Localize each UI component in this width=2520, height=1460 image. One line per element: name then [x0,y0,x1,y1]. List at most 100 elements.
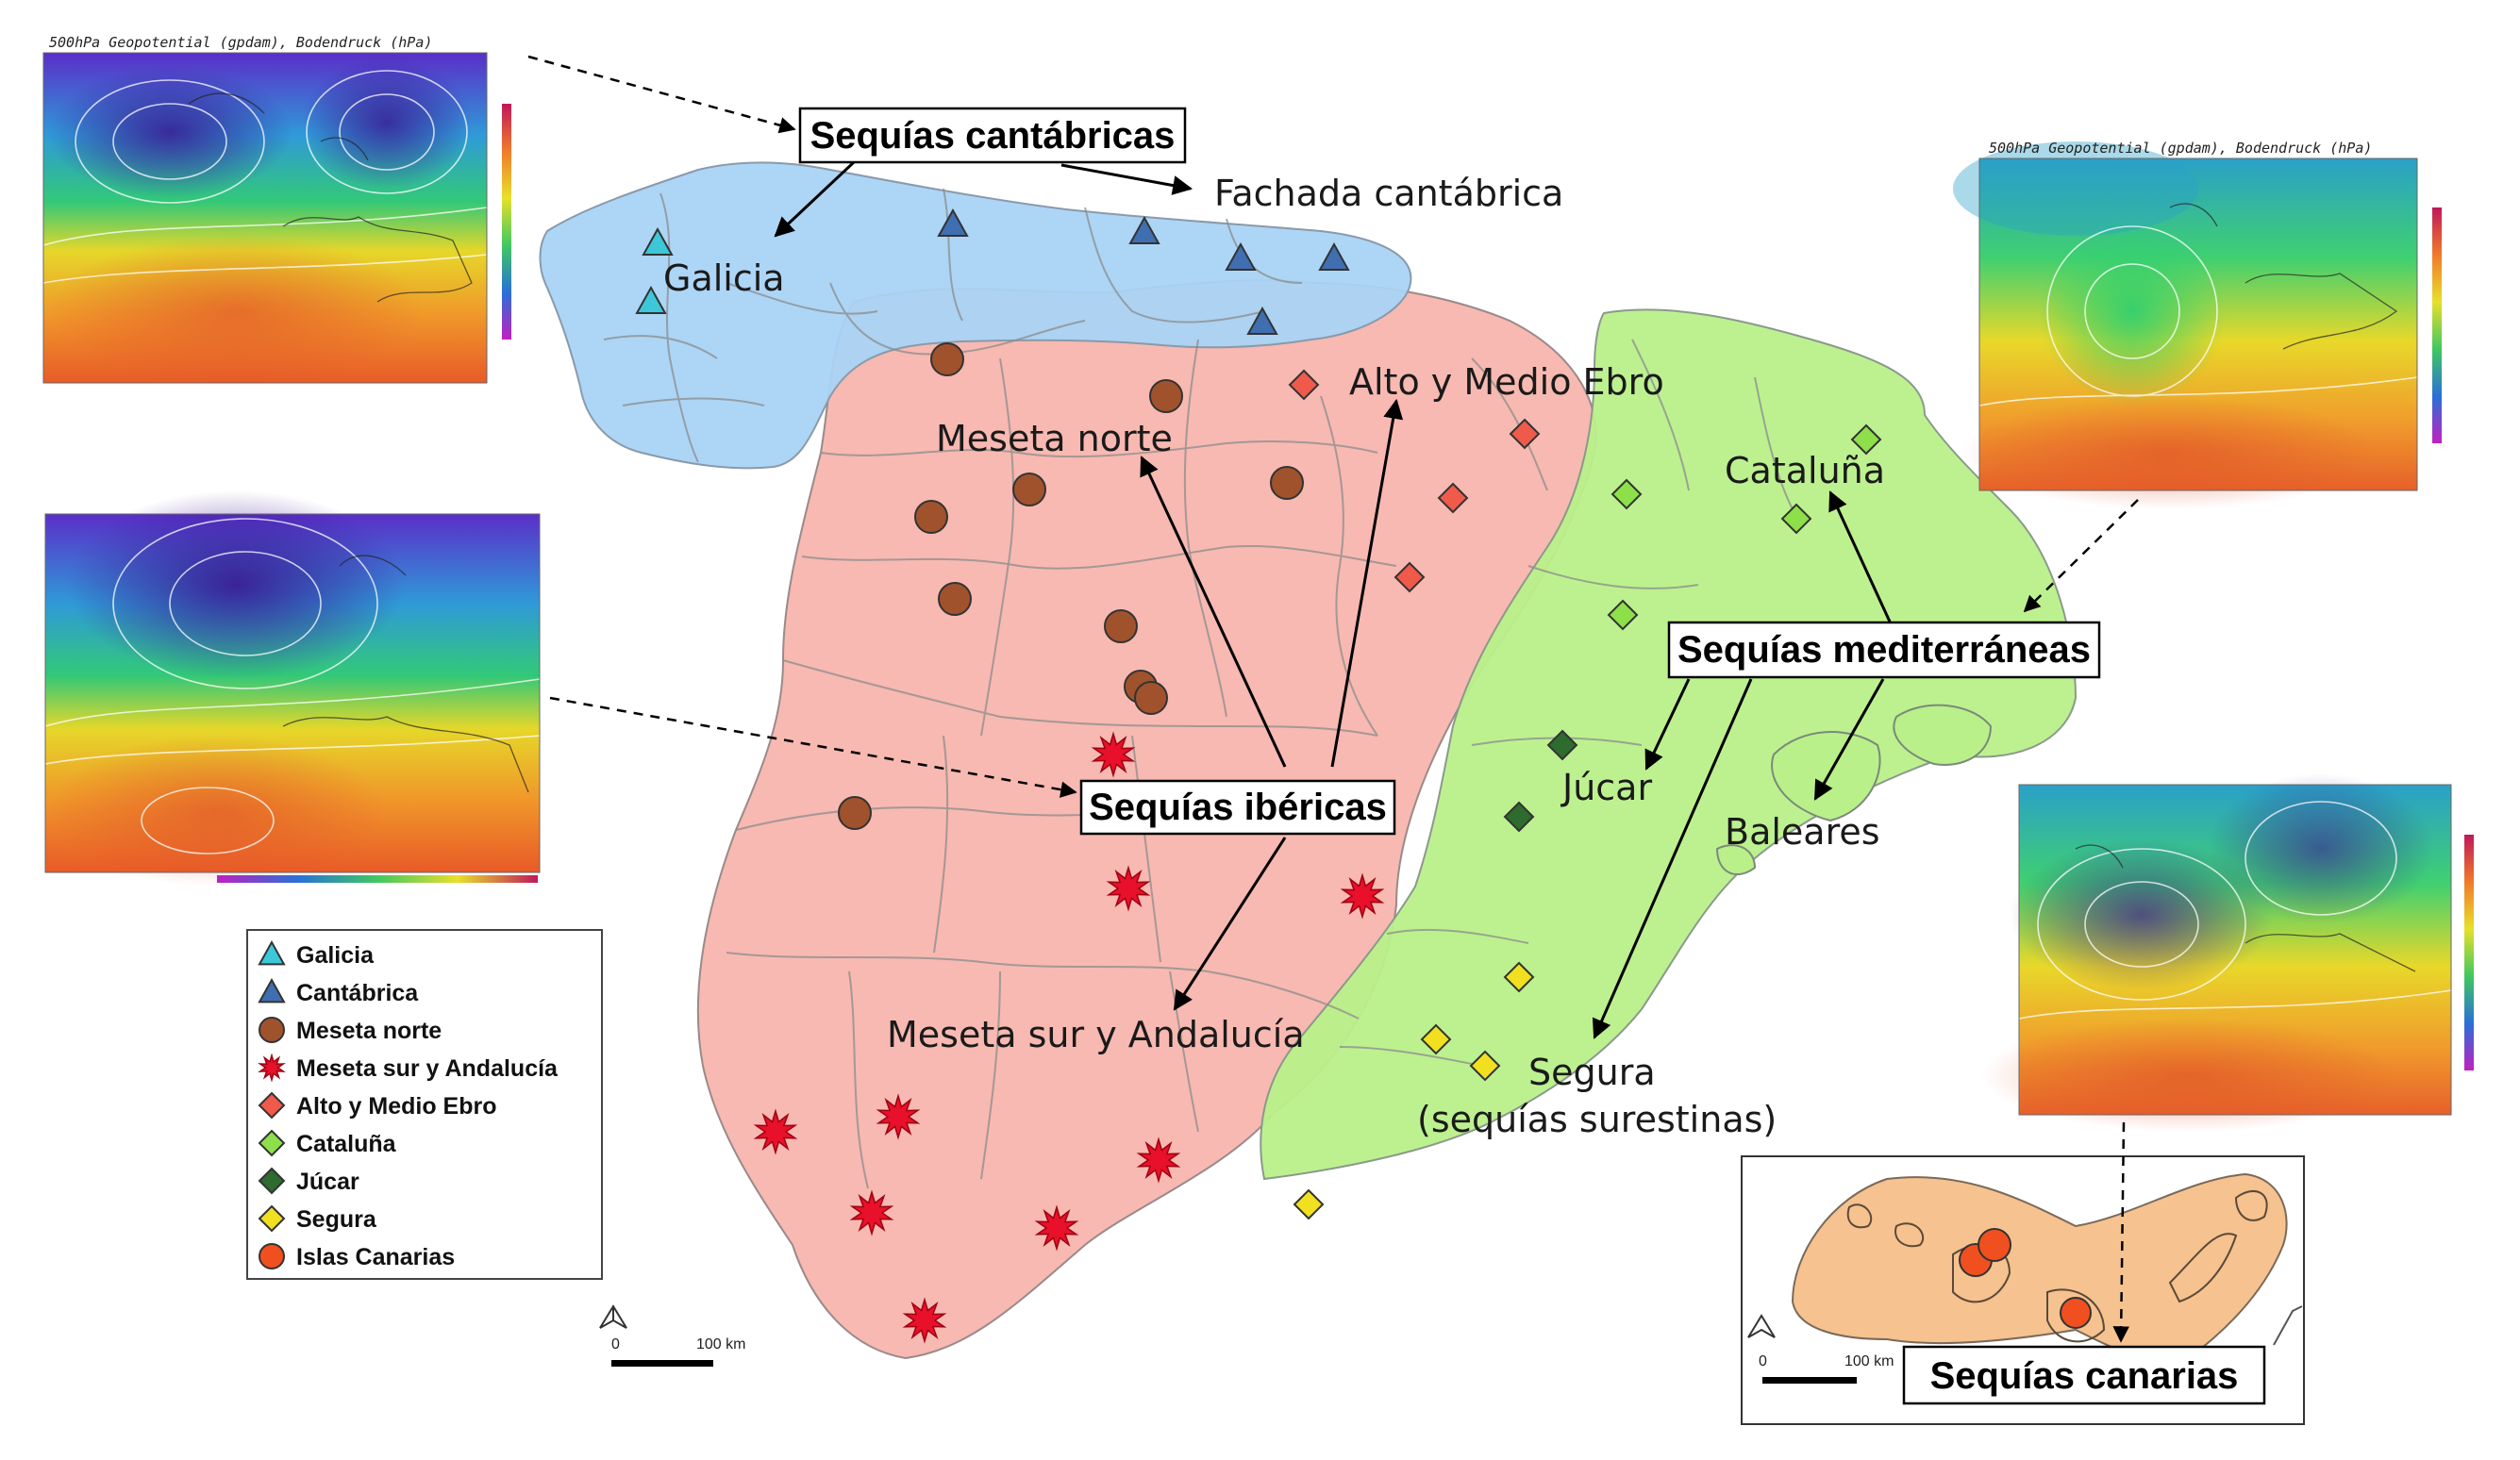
marker-star-icon [876,1093,921,1140]
marker-diamond-icon [1607,599,1639,631]
legend-label: Cantábrica [296,980,419,1006]
legend-label: Galicia [296,942,375,969]
marker-diamond-icon [1437,482,1469,514]
title-cantabricas: Sequías cantábricas [798,107,1187,164]
scale-zero-inset: 0 [1759,1353,1767,1369]
title-canarias-text: Sequías canarias [1930,1355,2239,1397]
marker-triangle-icon [937,207,969,237]
legend-label: Cataluña [296,1131,397,1157]
marker-circle-icon [1978,1228,2011,1262]
legend-item: Galicia [258,939,375,969]
weather-map-top-left: 500hPa Geopotential (gpdam), Bodendruck … [42,34,511,387]
marker-diamond-icon [1288,369,1320,401]
legend-swatch-diamond-icon [258,1204,286,1233]
balearic-islands [1715,704,1993,876]
marker-diamond-icon [1850,423,1882,456]
legend-label: Islas Canarias [296,1244,455,1270]
marker-diamond-icon [1394,561,1426,593]
scale-dist-inset: 100 km [1844,1353,1894,1369]
legend-item: Alto y Medio Ebro [258,1091,497,1120]
scale-bar-inset [1762,1377,1857,1384]
scale-zero-main: 0 [611,1336,620,1352]
legend-box [246,929,603,1280]
marker-diamond-icon [1503,801,1535,833]
marker-circle-icon [838,796,872,830]
label-alto-ebro: Alto y Medio Ebro [1349,361,1664,403]
title-ibericas-text: Sequías ibéricas [1089,787,1387,828]
title-ibericas: Sequías ibéricas [1079,779,1396,836]
marker-star-icon [1034,1204,1079,1252]
legend-item: Cataluña [258,1129,397,1157]
legend-label: Júcar [296,1169,359,1195]
arrows [774,160,1896,1039]
marker-triangle-icon [1318,241,1350,271]
marker-diamond-icon [1293,1188,1325,1220]
weather-map-left-middle [44,490,541,887]
marker-star-icon [1106,865,1151,912]
legend-item: Islas Canarias [259,1243,455,1270]
marker-triangle-icon [1225,241,1257,271]
label-galicia: Galicia [663,257,785,299]
legend-item: Júcar [258,1167,359,1195]
legend-swatch-diamond-icon [258,1129,286,1157]
legend-swatch-star-icon [258,1053,286,1083]
weather-map-top-right: 500hPa Geopotential (gpdam), Bodendruck … [1953,140,2442,509]
marker-circle-icon [1104,609,1138,643]
label-segura-sub: (sequías surestinas) [1417,1099,1777,1140]
marker-star-icon [1136,1136,1181,1184]
legend-swatch-triangle-icon [258,939,286,966]
marker-star-icon [753,1108,798,1155]
zone-canaria [1791,1172,2288,1362]
dashed-arrows [527,55,2139,1343]
marker-diamond-icon [1469,1050,1501,1082]
marker-star-icon [1091,731,1136,778]
marker-circle-icon [1149,379,1183,413]
title-mediterraneas-text: Sequías mediterráneas [1677,629,2091,671]
marker-circle-icon [1270,466,1304,500]
title-cantabricas-text: Sequías cantábricas [810,115,1176,157]
label-meseta-norte: Meseta norte [936,418,1173,459]
legend-swatch-triangle-icon [258,977,286,1004]
legend-label: Segura [296,1206,377,1233]
weather-map-top-right-caption: 500hPa Geopotential (gpdam), Bodendruck … [1989,140,2372,157]
marker-triangle-icon [642,226,674,256]
label-meseta-sur: Meseta sur y Andalucía [887,1014,1305,1055]
legend-item: Cantábrica [258,977,419,1006]
legend-swatch-diamond-icon [258,1167,286,1195]
scale-bar-main [611,1360,713,1367]
weather-map-top-left-caption: 500hPa Geopotential (gpdam), Bodendruck … [49,34,432,51]
label-cataluna: Cataluña [1725,450,1885,491]
scale-dist-main: 100 km [696,1336,745,1352]
weather-map-right-lower [1981,773,2474,1132]
province-boundaries [603,188,1794,1189]
marker-diamond-icon [1610,478,1643,510]
marker-diamond-icon [1503,961,1535,993]
zone-cantabrica [539,161,1412,470]
marker-circle-icon [2060,1297,2092,1329]
label-jucar: Júcar [1560,767,1652,808]
station-markers [635,207,2092,1344]
legend-item: Segura [258,1204,377,1233]
marker-star-icon [1340,872,1385,920]
marker-triangle-icon [635,285,667,314]
legend-item: Meseta sur y Andalucía [258,1053,559,1083]
title-mediterraneas: Sequías mediterráneas [1667,621,2101,679]
marker-circle-icon [938,582,972,616]
north-arrow-main [599,1304,627,1329]
title-canarias: Sequías canarias [1902,1345,2266,1405]
marker-star-icon [849,1189,894,1236]
marker-circle-icon [930,342,964,376]
marker-diamond-icon [1546,729,1578,761]
zone-mediterranea [1260,308,2078,1181]
marker-circle-icon [914,500,948,534]
marker-diamond-icon [1420,1023,1452,1055]
label-baleares: Baleares [1725,811,1880,853]
north-arrow-inset [1747,1314,1776,1338]
legend-label: Alto y Medio Ebro [296,1093,497,1120]
coast-fragment [2273,1305,2303,1346]
marker-diamond-icon [1780,503,1812,535]
marker-star-icon [902,1297,947,1344]
legend-swatch-circle-icon [259,1243,285,1269]
legend-item: Meseta norte [259,1017,442,1044]
legend-swatch-circle-icon [259,1017,285,1043]
